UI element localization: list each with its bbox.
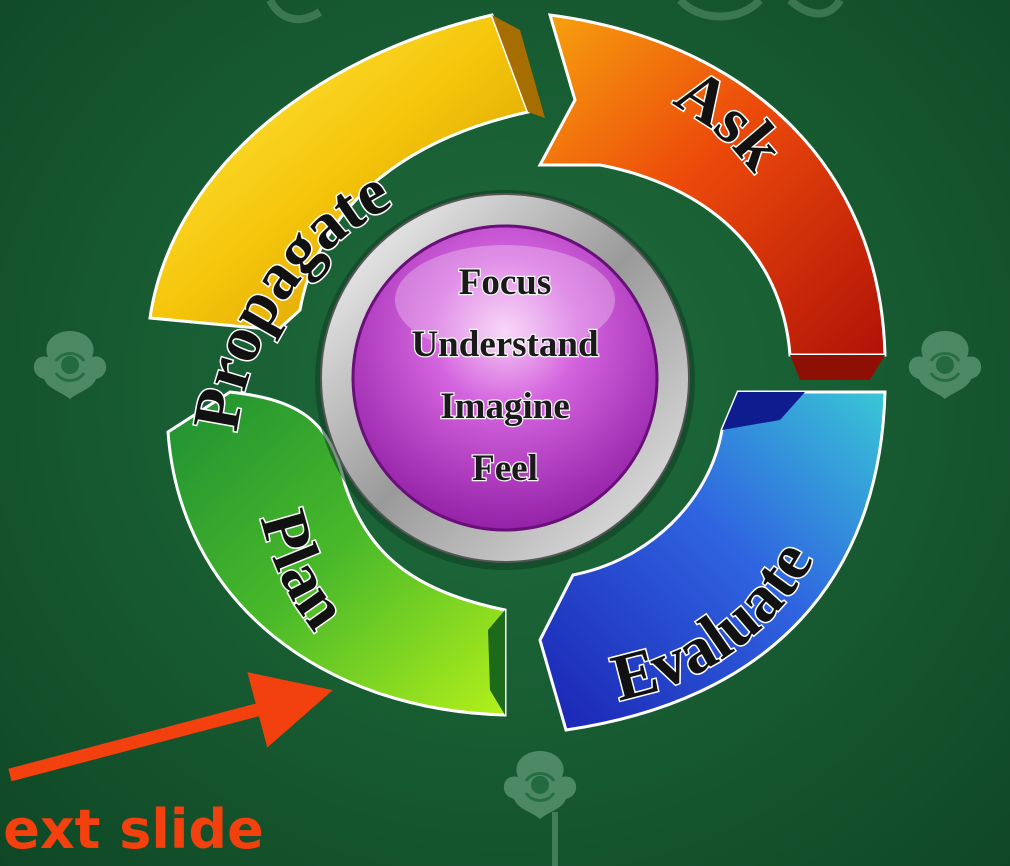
segment-plan [166,390,507,717]
pointer-arrow [8,672,333,782]
ornament-top-curls [266,0,844,24]
hub-line-imagine: Imagine [440,386,570,427]
ornament-icon-right [907,329,983,401]
hub-gloss [395,245,615,355]
hub-line-focus: Focus [459,262,552,303]
hub-center [351,224,659,532]
segment-ask [537,13,887,357]
next-slide-label: Next slide [0,798,264,861]
ornament-icon-left [32,329,108,401]
segment-propagate [148,13,531,332]
ornament-icon-bottom [502,749,578,821]
hub-line-understand: Understand [411,324,599,365]
segment-evaluate [538,390,887,732]
hub-line-feel: Feel [472,448,538,489]
